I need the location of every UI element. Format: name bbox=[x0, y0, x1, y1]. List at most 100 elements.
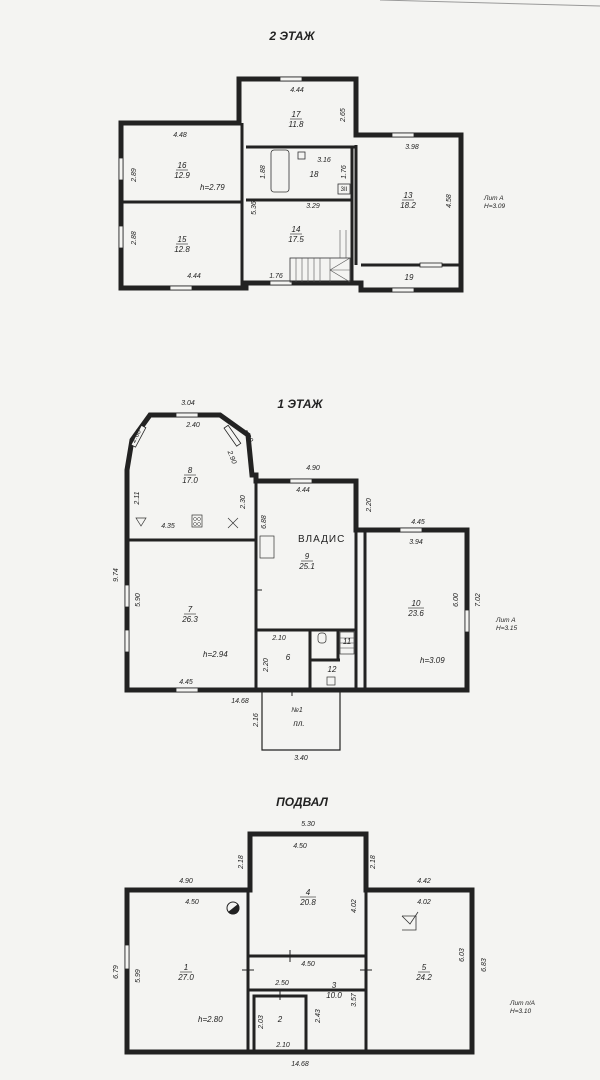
svg-text:20.8: 20.8 bbox=[299, 898, 316, 907]
dim-label: 4.50 bbox=[185, 899, 199, 906]
dim-label: 5.36 bbox=[251, 201, 258, 215]
dim-label: 4.02 bbox=[417, 899, 431, 906]
dim-label: 4.02 bbox=[351, 899, 358, 913]
svg-text:25.1: 25.1 bbox=[298, 562, 315, 571]
svg-text:1: 1 bbox=[184, 963, 188, 972]
room-3: 3 10.0 bbox=[326, 981, 342, 1000]
meter-icon bbox=[401, 911, 419, 931]
svg-text:19: 19 bbox=[405, 273, 414, 282]
svg-text:2: 2 bbox=[277, 1015, 283, 1024]
svg-text:12.9: 12.9 bbox=[174, 171, 190, 180]
svg-text:9: 9 bbox=[305, 552, 310, 561]
svg-text:11: 11 bbox=[343, 637, 351, 646]
fireplace-icon bbox=[259, 535, 275, 559]
dim-label: 3.98 bbox=[405, 144, 419, 151]
room-7: 7 26.3 bbox=[181, 605, 198, 624]
room-16: 16 12.9 bbox=[174, 161, 190, 180]
dim-label: 4.50 bbox=[293, 843, 307, 850]
dim-label: 9.74 bbox=[113, 568, 120, 582]
floor-2-plan: 2 ЭТАЖ bbox=[118, 29, 506, 293]
porch bbox=[261, 690, 341, 751]
floor-1-title: 1 ЭТАЖ bbox=[277, 397, 323, 411]
floor-1-height-a: h=2.94 bbox=[203, 650, 228, 659]
dim-label: 4.44 bbox=[290, 87, 304, 94]
dim-label: 1.88 bbox=[260, 165, 267, 179]
dim-label: 7.02 bbox=[475, 593, 482, 607]
dim-label: 4.45 bbox=[179, 679, 193, 686]
room-6: 6 bbox=[286, 653, 291, 662]
dim-label: 2.50 bbox=[274, 980, 289, 987]
basement-height: h=2.80 bbox=[198, 1015, 223, 1024]
dim-label: 4.48 bbox=[173, 132, 187, 139]
dim-label: 4.90 bbox=[306, 465, 320, 472]
room-5: 5 24.2 bbox=[415, 963, 432, 982]
svg-text:16: 16 bbox=[178, 161, 187, 170]
dim-label: 3.94 bbox=[409, 539, 423, 546]
room-12: 12 bbox=[328, 665, 337, 674]
svg-text:15: 15 bbox=[178, 235, 187, 244]
svg-text:5: 5 bbox=[422, 963, 427, 972]
dim-label: 4.90 bbox=[179, 878, 193, 885]
room-15: 15 12.8 bbox=[174, 235, 190, 254]
floor-1-height-b: h=3.09 bbox=[420, 656, 445, 665]
dim-label: 4.58 bbox=[446, 194, 453, 208]
room-19: 19 bbox=[405, 273, 414, 282]
gas-boiler-icon bbox=[227, 517, 239, 529]
dim-label: 2.89 bbox=[131, 168, 138, 183]
dim-label: 3.29 bbox=[306, 203, 320, 210]
room-1: 1 27.0 bbox=[177, 963, 194, 982]
dim-label: 1.76 bbox=[341, 165, 348, 179]
svg-text:17: 17 bbox=[292, 110, 301, 119]
watermark: ВЛАДИС bbox=[298, 534, 345, 545]
room-13: 13 18.2 bbox=[400, 191, 416, 210]
dim-label: 2.16 bbox=[253, 713, 260, 728]
svg-text:3: 3 bbox=[332, 981, 337, 990]
dim-label: 2.11 bbox=[134, 491, 141, 505]
room-11: 11 bbox=[343, 637, 351, 646]
svg-text:17.5: 17.5 bbox=[288, 235, 304, 244]
dim-label: 2.40 bbox=[185, 422, 200, 429]
svg-text:12.8: 12.8 bbox=[174, 245, 190, 254]
dim-label: 3.16 bbox=[317, 157, 331, 164]
floor-2-title: 2 ЭТАЖ bbox=[268, 29, 315, 43]
room-2: 2 bbox=[277, 1015, 283, 1024]
dim-label: 4.44 bbox=[296, 487, 310, 494]
svg-text:10: 10 bbox=[412, 599, 421, 608]
dim-label: 5.99 bbox=[135, 969, 142, 983]
dim-label: 2.90 bbox=[225, 449, 237, 465]
svg-text:26.3: 26.3 bbox=[181, 615, 198, 624]
dim-label: 4.45 bbox=[411, 519, 425, 526]
dim-label: 14.68 bbox=[231, 698, 249, 705]
room-14: 14 17.5 bbox=[288, 225, 304, 244]
toilet-icon bbox=[297, 151, 306, 160]
dim-label: 2.10 bbox=[275, 1042, 290, 1049]
floor-2-lit: Лит А bbox=[483, 195, 504, 202]
dim-label: 2.30 bbox=[240, 495, 247, 510]
basement-outer-wall bbox=[124, 831, 475, 1055]
dim-label: 3.57 bbox=[351, 992, 358, 1007]
dim-label: 6.03 bbox=[459, 948, 466, 962]
room-4: 4 20.8 bbox=[299, 888, 316, 907]
basement-plan: ПОДВАЛ 5.30 2.18 2.18 4.50 4.90 4.42 4.5… bbox=[113, 795, 535, 1068]
svg-text:6: 6 bbox=[286, 653, 291, 662]
dim-label: 2.10 bbox=[271, 635, 286, 642]
svg-text:24.2: 24.2 bbox=[415, 973, 432, 982]
dim-label: 4.35 bbox=[161, 523, 175, 530]
svg-text:23.6: 23.6 bbox=[407, 609, 424, 618]
floor-1-plan: 1 ЭТАЖ bbox=[113, 397, 518, 762]
floor-2-height: h=2.79 bbox=[200, 183, 225, 192]
room-17: 17 11.8 bbox=[289, 110, 305, 129]
bathtub-icon bbox=[270, 149, 290, 193]
dim-label: 2.18 bbox=[370, 855, 377, 870]
svg-text:7: 7 bbox=[188, 605, 193, 614]
dim-label: 1.90 bbox=[241, 429, 254, 444]
dim-label: 1.76 bbox=[269, 273, 283, 280]
dim-label: 2.20 bbox=[366, 498, 373, 513]
floor-1-outer-wall bbox=[124, 412, 470, 693]
floor-1-lit: Лит А bbox=[495, 617, 516, 624]
svg-text:17.0: 17.0 bbox=[182, 476, 198, 485]
dim-label: 2.43 bbox=[315, 1009, 322, 1024]
dim-label: 6.88 bbox=[261, 515, 268, 529]
floor-2-stairs bbox=[289, 230, 351, 283]
